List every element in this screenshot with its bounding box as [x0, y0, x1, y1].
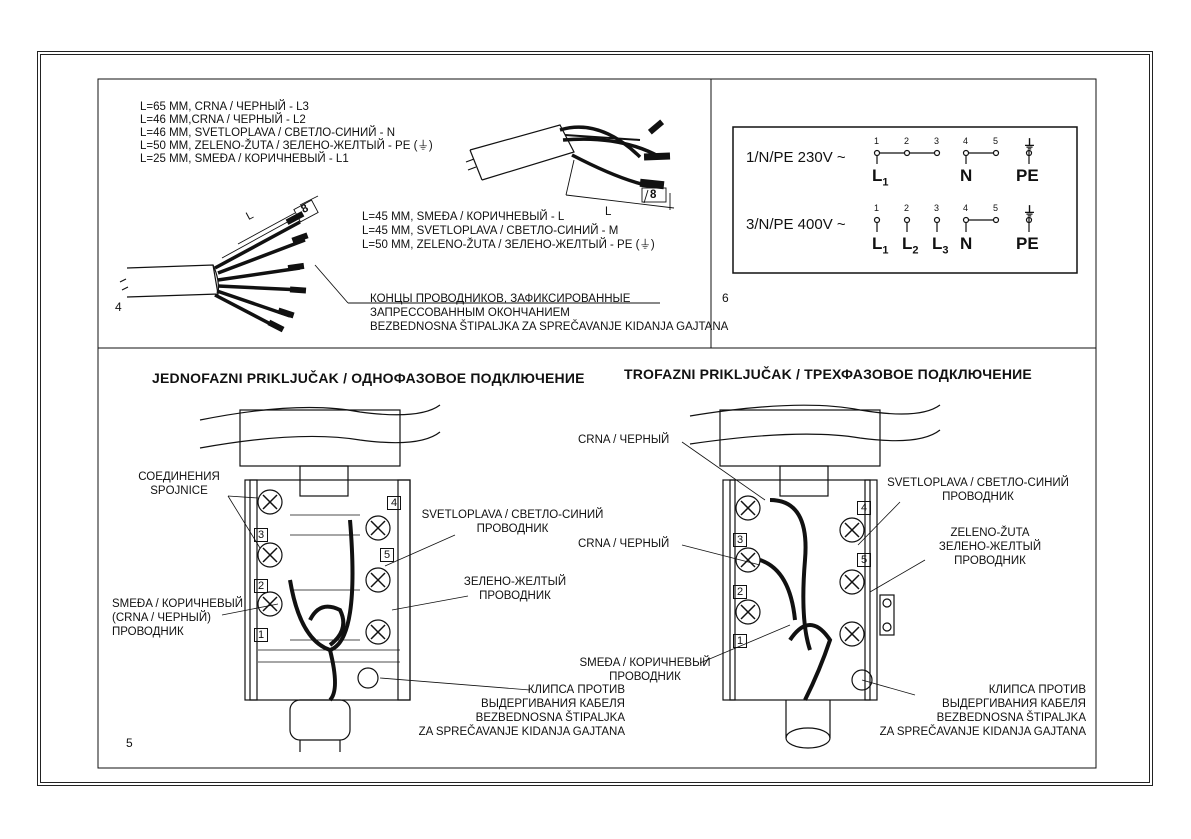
fig6-row1-label-N: N	[960, 166, 973, 185]
fig4-spec-line-5: L=25 MM, SMEĐA / КОРИЧНЕВЫЙ - L1	[140, 153, 349, 165]
fig6-row2-t1: 1	[874, 203, 880, 213]
fig5-left-clamp-2: ВЫДЕРГИВАНИЯ КАБЕЛЯ	[481, 698, 625, 710]
fig5-right-gy-1: ZELENO-ŽUTA	[950, 527, 1030, 539]
fig4-spec-line-2: L=46 MM,CRNA / ЧЕРНЫЙ - L2	[140, 114, 306, 126]
fig5-left-title: JEDNOFAZNI PRIKLJUČAK / ОДНОФАЗОВОЕ ПОДК…	[152, 370, 585, 386]
fig6-row1-t4: 4	[963, 136, 969, 146]
fig6-row2-earth-icon: ⏚	[1023, 204, 1037, 219]
fig4-spec-line-3: L=46 MM, SVETLOPLAVA / СВЕТЛО-СИНИЙ - N	[140, 127, 396, 139]
fig4-crimp-line-3: BEZBEDNOSNA ŠTIPALJKA ZA SPREČAVANJE KID…	[370, 321, 729, 333]
fig4-spec2-line-3: L=50 MM, ZELENO-ŽUTA / ЗЕЛЕНО-ЖЕЛТЫЙ - P…	[362, 239, 655, 251]
fig6-row2-label-L3: L3	[932, 234, 949, 257]
fig5-right-terminal-2: 2	[733, 585, 748, 599]
fig6-box	[732, 126, 1078, 274]
fig4-crimp-line-2: ЗАПРЕССОВАННЫМ ОКОНЧАНИЕМ	[370, 307, 570, 319]
fig5-left-screws	[257, 489, 391, 689]
fig5-left-terminal-1: 1	[254, 628, 269, 642]
fig6-number: 6	[722, 291, 729, 305]
fig6-row1-t2: 2	[904, 136, 910, 146]
fig5-left-blue-1: SVETLOPLAVA / СВЕТЛО-СИНИЙ	[421, 509, 604, 521]
fig4-spec2-line-1: L=45 MM, SMEĐA / КОРИЧНЕВЫЙ - L	[362, 211, 565, 223]
fig5-left-connections-2: SPOJNICE	[150, 485, 208, 497]
fig5-left-terminal-2: 2	[254, 579, 269, 593]
fig6-row1	[873, 149, 1033, 164]
fig5-right-blue-2: ПРОВОДНИК	[942, 491, 1014, 503]
fig5-left-gy-2: ПРОВОДНИК	[479, 590, 551, 602]
fig5-right-black-1: CRNA / ЧЕРНЫЙ	[578, 434, 670, 446]
fig5-right-brown-2: ПРОВОДНИК	[609, 671, 681, 683]
fig5-right-gy-3: ПРОВОДНИК	[954, 555, 1026, 567]
fig6-row2-label-PE: PE	[1016, 234, 1039, 253]
fig5-right-brown-1: SMEĐA / КОРИЧНЕВЫЙ	[579, 657, 711, 669]
fig5-right-screws	[735, 495, 873, 691]
fig5-right-block	[689, 404, 941, 749]
fig6-row2-t3: 3	[934, 203, 940, 213]
fig6-row2-label-N: N	[960, 234, 973, 253]
fig5-left-block	[199, 404, 441, 752]
fig4-left-dims	[221, 195, 660, 304]
fig6-row2-t2: 2	[904, 203, 910, 213]
fig6-row2-system: 3/N/PE 400V ~	[746, 216, 846, 233]
fig5-right-terminal-1: 1	[733, 634, 748, 648]
fig5-right-terminal-3: 3	[733, 533, 748, 547]
fig5-right-clamp-3: BEZBEDNOSNA ŠTIPALJKA	[936, 712, 1086, 724]
fig4-right-cable	[465, 124, 661, 188]
fig6-row1-label-PE: PE	[1016, 166, 1039, 185]
fig5-right-clamp-4: ZA SPREČAVANJE KIDANJA GAJTANA	[879, 726, 1086, 738]
fig6-row1-label-L1: L1	[872, 166, 889, 189]
fig5-right-blue-1: SVETLOPLAVA / СВЕТЛО-СИНИЙ	[887, 477, 1069, 489]
fig5-right-black-2: CRNA / ЧЕРНЫЙ	[578, 538, 670, 550]
fig6-row1-t1: 1	[874, 136, 880, 146]
fig5-left-clamp-1: КЛИПСА ПРОТИВ	[527, 684, 625, 696]
fig5-left-terminal-5: 5	[380, 548, 395, 562]
fig4-spec-line-1: L=65 MM, CRNA / ЧЕРНЫЙ - L3	[140, 101, 309, 113]
fig5-left-brown-2: (CRNA / ЧЕРНЫЙ)	[112, 612, 211, 624]
fig4-spec-line-4: L=50 MM, ZELENO-ŽUTA / ЗЕЛЕНО-ЖЕЛТЫЙ - P…	[140, 140, 433, 152]
fig6-row1-t3: 3	[934, 136, 940, 146]
fig5-left-gy-1: ЗЕЛЕНО-ЖЕЛТЫЙ	[463, 576, 567, 588]
fig6-row2-label-L2: L2	[902, 234, 919, 257]
fig6-row1-earth-icon: ⏚	[1023, 137, 1037, 152]
fig5-left-terminal-4: 4	[387, 496, 402, 510]
fig4-crimp-line-1: КОНЦЫ ПРОВОДНИКОВ, ЗАФИКСИРОВАННЫЕ	[370, 293, 631, 305]
fig5-number: 5	[126, 736, 133, 750]
fig5-left-clamp-4: ZA SPREČAVANJE KIDANJA GAJTANA	[418, 726, 625, 738]
page-frame	[40, 54, 1150, 783]
inner-frame	[97, 78, 1097, 769]
fig5-right-clamp-2: ВЫДЕРГИВАНИЯ КАБЕЛЯ	[942, 698, 1086, 710]
fig4-left-cable	[119, 220, 306, 332]
fig5-right-terminal-4: 4	[857, 501, 872, 515]
fig5-left-blue-2: ПРОВОДНИК	[476, 523, 549, 535]
fig4-right-dim-8: 8	[650, 189, 657, 201]
fig4-right-tips	[639, 119, 671, 190]
fig5-right-terminal-5: 5	[857, 553, 872, 567]
fig5-right-title: TROFAZNI PRIKLJUČAK / ТРЕХФАЗОВОЕ ПОДКЛЮ…	[624, 366, 1032, 382]
fig4-spec2-line-2: L=45 MM, SVETLOPLAVA / СВЕТЛО-СИНИЙ - M	[362, 225, 619, 237]
fig5-left-brown-1: SMEĐA / КОРИЧНЕВЫЙ	[112, 598, 244, 610]
fig5-right-clamp-1: КЛИПСА ПРОТИВ	[988, 684, 1086, 696]
fig5-left-clamp-3: BEZBEDNOSNA ŠTIPALJKA	[475, 712, 625, 724]
fig6-row2-label-L1: L1	[872, 234, 889, 257]
fig5-left-connections-1: СОЕДИНЕНИЯ	[138, 471, 220, 483]
fig6-row1-system: 1/N/PE 230V ~	[746, 149, 846, 166]
fig6-row2	[873, 216, 1033, 232]
fig5-left-brown-3: ПРОВОДНИК	[112, 626, 184, 638]
fig6-row2-t5: 5	[993, 203, 999, 213]
fig4-right-dims	[565, 159, 675, 210]
fig4-number: 4	[115, 300, 122, 314]
fig6-row2-t4: 4	[963, 203, 969, 213]
fig5-left-terminal-3: 3	[254, 528, 269, 542]
fig4-right-dim-L: L	[605, 206, 612, 218]
fig5-right-leaders	[681, 441, 926, 696]
fig5-right-gy-2: ЗЕЛЕНО-ЖЕЛТЫЙ	[938, 541, 1042, 553]
fig6-row1-t5: 5	[993, 136, 999, 146]
